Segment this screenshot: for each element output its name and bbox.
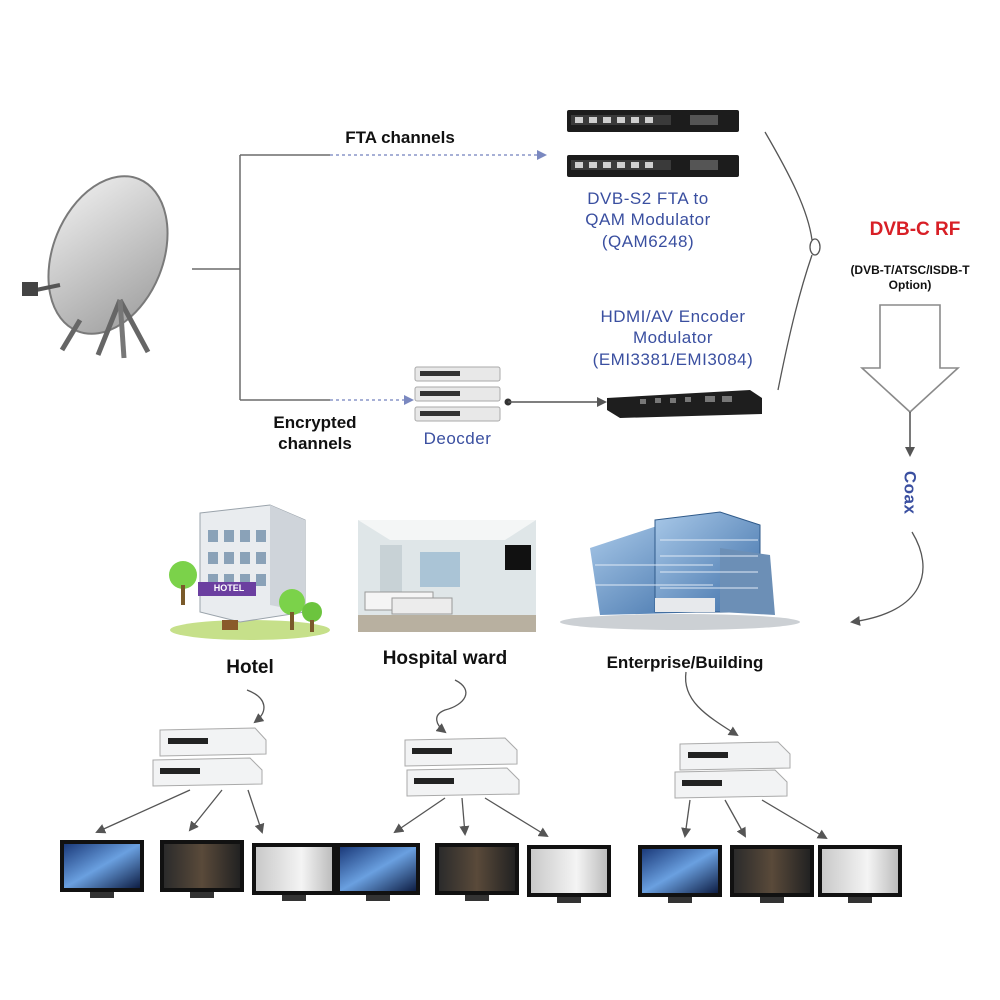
coax-curve — [850, 531, 924, 626]
tv-screen-6 — [527, 845, 611, 903]
coax-label: Coax — [900, 470, 920, 515]
tv-screen-7 — [638, 845, 722, 903]
qam-modulator-label: DVB-S2 FTA to QAM Modulator (QAM6248) — [548, 188, 748, 252]
tv-screen-3 — [252, 843, 336, 901]
set-top-box-hotel — [152, 727, 267, 787]
modulator-line-2: QAM Modulator — [585, 210, 711, 230]
feed-curves — [246, 671, 739, 737]
set-top-box-enterprise — [674, 741, 791, 799]
dvbc-option-label: (DVB-T/ATSC/ISDB-T Option) — [825, 263, 995, 293]
rf-combiner-curve — [764, 131, 821, 391]
tv-screen-8 — [730, 845, 814, 903]
dvbc-rf-label: DVB-C RF — [869, 219, 961, 240]
dvbc-option-line-2: Option) — [888, 278, 932, 292]
dish-connection-lines — [192, 150, 607, 407]
modulator-line-3: (QAM6248) — [601, 231, 695, 251]
tv-screen-9 — [818, 845, 902, 903]
stb-to-tv-arrows — [95, 789, 828, 840]
enterprise-building-label: Enterprise/Building — [606, 653, 764, 672]
modulator-line-1: DVB-S2 FTA to — [587, 189, 709, 208]
hotel-sign: HOTEL — [213, 583, 245, 593]
hotel-label: Hotel — [226, 657, 274, 678]
tv-screen-2 — [160, 840, 244, 898]
encrypted-channels-label: Encrypted channels — [250, 412, 380, 455]
encoder-line-2: Modulator — [632, 328, 714, 348]
hospital-ward-image — [358, 520, 536, 632]
encoder-line-3: (EMI3381/EMI3084) — [592, 349, 754, 369]
set-top-box-hospital — [404, 737, 520, 797]
hotel-icon — [169, 504, 330, 640]
enterprise-building-icon — [560, 511, 800, 630]
encoder-modulator-label: HDMI/AV Encoder Modulator (EMI3381/EMI30… — [568, 306, 778, 370]
tv-screen-5 — [435, 843, 519, 901]
encoder-line-1: HDMI/AV Encoder — [600, 307, 746, 326]
satellite-dish-icon — [22, 175, 169, 359]
fta-channels-label: FTA channels — [345, 128, 455, 147]
qam-modulator-device — [567, 110, 739, 177]
encrypted-line-1: Encrypted — [273, 413, 357, 432]
tv-screen-4 — [336, 843, 420, 901]
decoder-label: Deocder — [423, 429, 492, 448]
hospital-ward-label: Hospital ward — [382, 648, 508, 669]
dvbc-option-line-1: (DVB-T/ATSC/ISDB-T — [850, 263, 970, 277]
down-arrow-icon — [859, 304, 961, 457]
encoder-device — [607, 390, 762, 418]
decoder-device — [414, 366, 501, 422]
tv-screen-1 — [60, 840, 144, 898]
encrypted-line-2: channels — [278, 434, 352, 454]
